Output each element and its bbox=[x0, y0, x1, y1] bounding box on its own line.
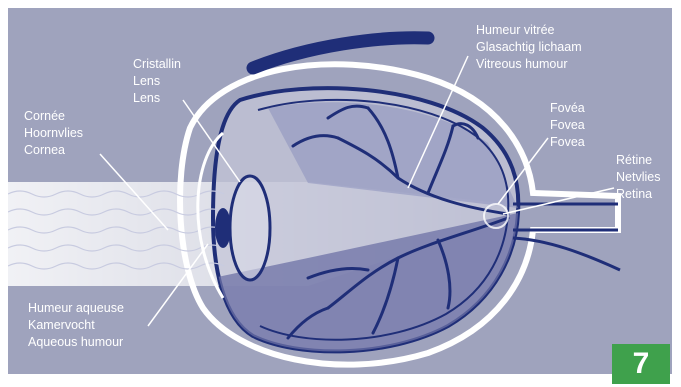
label-aqueous-humour: Humeur aqueuse Kamervocht Aqueous humour bbox=[28, 300, 124, 351]
label-retina: Rétine Netvlies Retina bbox=[616, 152, 660, 203]
label-lens-fr: Cristallin bbox=[133, 56, 181, 73]
label-lens-nl: Lens bbox=[133, 73, 181, 90]
label-retina-fr: Rétine bbox=[616, 152, 660, 169]
label-vitreous-en: Vitreous humour bbox=[476, 56, 582, 73]
label-aqueous-fr: Humeur aqueuse bbox=[28, 300, 124, 317]
label-fovea-en: Fovea bbox=[550, 134, 585, 151]
label-cornea-fr: Cornée bbox=[24, 108, 83, 125]
label-fovea-fr: Fovéa bbox=[550, 100, 585, 117]
label-fovea-nl: Fovea bbox=[550, 117, 585, 134]
label-vitreous-humour: Humeur vitrée Glasachtig lichaam Vitreou… bbox=[476, 22, 582, 73]
label-fovea: Fovéa Fovea Fovea bbox=[550, 100, 585, 151]
label-aqueous-en: Aqueous humour bbox=[28, 334, 124, 351]
iris bbox=[215, 208, 231, 248]
label-vitreous-nl: Glasachtig lichaam bbox=[476, 39, 582, 56]
label-lens-en: Lens bbox=[133, 90, 181, 107]
label-retina-en: Retina bbox=[616, 186, 660, 203]
label-vitreous-fr: Humeur vitrée bbox=[476, 22, 582, 39]
label-cornea-nl: Hoornvlies bbox=[24, 125, 83, 142]
label-lens: Cristallin Lens Lens bbox=[133, 56, 181, 107]
label-cornea: Cornée Hoornvlies Cornea bbox=[24, 108, 83, 159]
label-cornea-en: Cornea bbox=[24, 142, 83, 159]
page-number-badge: 7 bbox=[612, 344, 670, 384]
label-retina-nl: Netvlies bbox=[616, 169, 660, 186]
lens bbox=[230, 176, 270, 280]
diagram-panel: Cristallin Lens Lens Cornée Hoornvlies C… bbox=[8, 8, 672, 374]
label-aqueous-nl: Kamervocht bbox=[28, 317, 124, 334]
